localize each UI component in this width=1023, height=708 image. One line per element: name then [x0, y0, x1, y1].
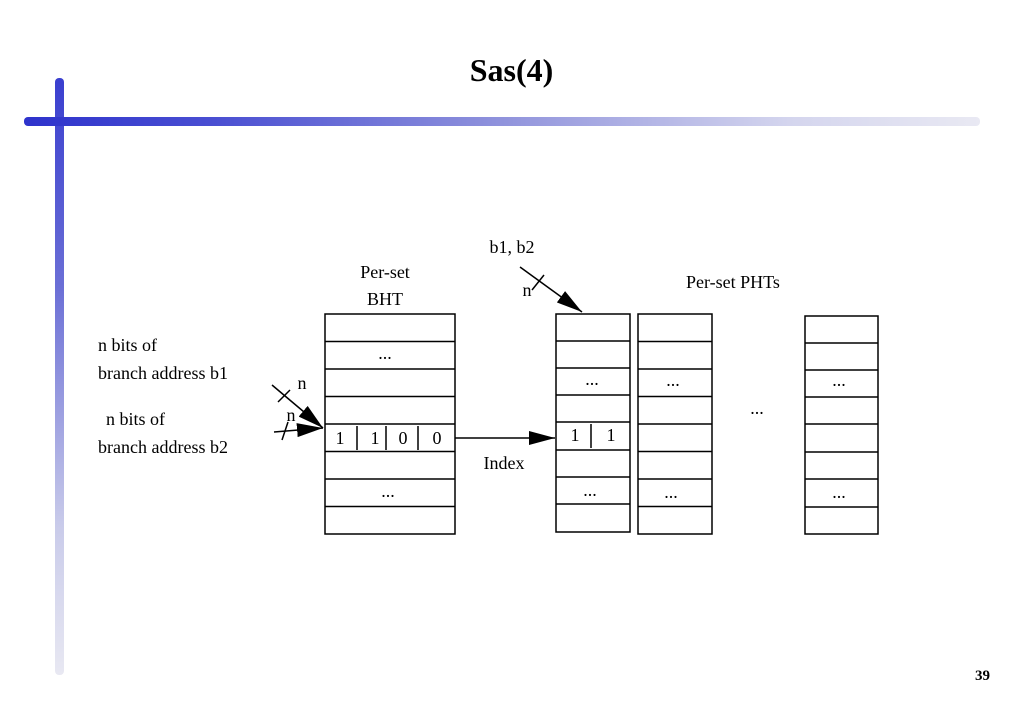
pht-label: Per-set PHTs [686, 272, 780, 292]
pht-table-2 [637, 313, 713, 535]
input-b2-line1: n bits of [106, 409, 165, 429]
b1b2-arrow [519, 266, 583, 313]
pht-gap-ellipsis: ... [750, 398, 764, 418]
b1b2-label: b1, b2 [490, 237, 535, 257]
bht-label-line1: Per-set [360, 262, 410, 282]
slide-title: Sas(4) [469, 52, 554, 88]
bht-bit-2: 1 [371, 428, 380, 448]
pht-bit-1: 1 [571, 425, 580, 445]
pht2-ellipsis-bottom: ... [664, 482, 678, 502]
b1b2-slash [531, 274, 545, 291]
pht3-ellipsis-bottom: ... [832, 482, 846, 502]
bht-bit-4: 0 [433, 428, 442, 448]
horizontal-accent-bar [24, 117, 980, 126]
input-b2-line2: branch address b2 [98, 437, 228, 457]
input-b1-line1: n bits of [98, 335, 157, 355]
pht2-ellipsis-top: ... [666, 370, 680, 390]
pht3-ellipsis-top: ... [832, 370, 846, 390]
bht-table [324, 313, 456, 535]
bht-ellipsis-top: ... [378, 343, 392, 363]
b2-slash [281, 421, 289, 441]
index-label: Index [484, 453, 525, 473]
bht-ellipsis-bottom: ... [381, 481, 395, 501]
b1b2-n-label: n [523, 280, 532, 300]
pht-table-1 [555, 313, 631, 533]
pht1-ellipsis-top: ... [585, 369, 599, 389]
bht-bit-1: 1 [336, 428, 345, 448]
b1-slash [277, 389, 291, 403]
b1-n-label: n [298, 373, 307, 393]
b2-input-arrow [273, 423, 324, 438]
b2-n-label: n [287, 405, 296, 425]
vertical-accent-bar [55, 78, 64, 675]
page-number: 39 [975, 668, 990, 684]
bht-label-line2: BHT [367, 289, 403, 309]
b1-input-arrow [271, 384, 324, 429]
bht-bit-3: 0 [399, 428, 408, 448]
pht-bit-2: 1 [607, 425, 616, 445]
input-b1-line2: branch address b1 [98, 363, 228, 383]
pht1-ellipsis-bottom: ... [583, 480, 597, 500]
pht-table-3 [804, 315, 879, 535]
